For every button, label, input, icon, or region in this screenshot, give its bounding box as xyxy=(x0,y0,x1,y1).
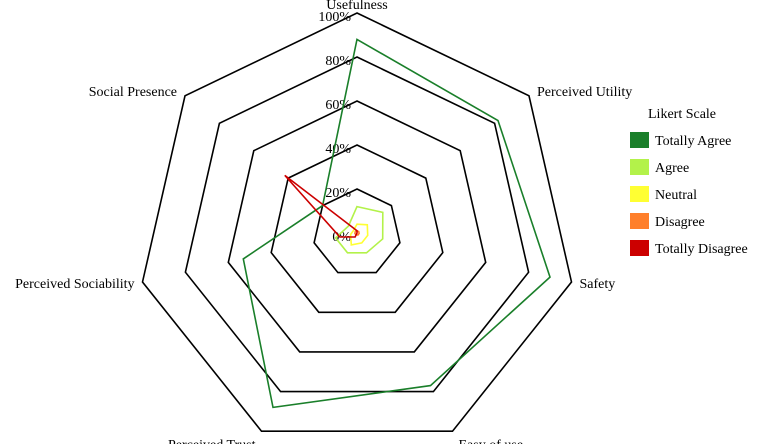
axis-label: Easy of use xyxy=(459,438,524,444)
legend-label: Agree xyxy=(655,161,689,176)
legend-swatch xyxy=(630,186,649,202)
grid-ring-2 xyxy=(270,144,444,314)
axis-label: Perceived Trust xyxy=(168,438,256,444)
legend-swatch xyxy=(630,132,649,148)
series-agree xyxy=(334,205,384,254)
series-totally-agree xyxy=(242,38,551,409)
axis-label: Perceived Utility xyxy=(537,85,632,100)
tick-label: 100% xyxy=(318,10,351,25)
tick-label: 40% xyxy=(325,142,351,157)
axis-label: Safety xyxy=(580,277,616,292)
grid-ring-4 xyxy=(184,56,530,393)
axis-label: Perceived Sociability xyxy=(15,277,134,292)
series-totally-disagree xyxy=(284,174,358,238)
legend-label: Neutral xyxy=(655,188,697,203)
grid-ring-1 xyxy=(313,188,401,274)
series-disagree xyxy=(354,229,360,236)
grid-ring-5 xyxy=(141,12,573,433)
series-neutral xyxy=(349,223,369,246)
legend-label: Totally Disagree xyxy=(655,242,748,257)
legend-title: Likert Scale xyxy=(648,107,716,122)
tick-label: 80% xyxy=(325,54,351,69)
grid-ring-3 xyxy=(227,100,487,353)
axis-label: Usefulness xyxy=(326,0,387,13)
legend-swatch xyxy=(630,159,649,175)
legend-swatch xyxy=(630,213,649,229)
tick-label: 20% xyxy=(325,186,351,201)
legend-swatch xyxy=(630,240,649,256)
tick-label: 60% xyxy=(325,98,351,113)
legend-label: Totally Agree xyxy=(655,134,731,149)
axis-label: Social Presence xyxy=(89,85,177,100)
legend-label: Disagree xyxy=(655,215,705,230)
